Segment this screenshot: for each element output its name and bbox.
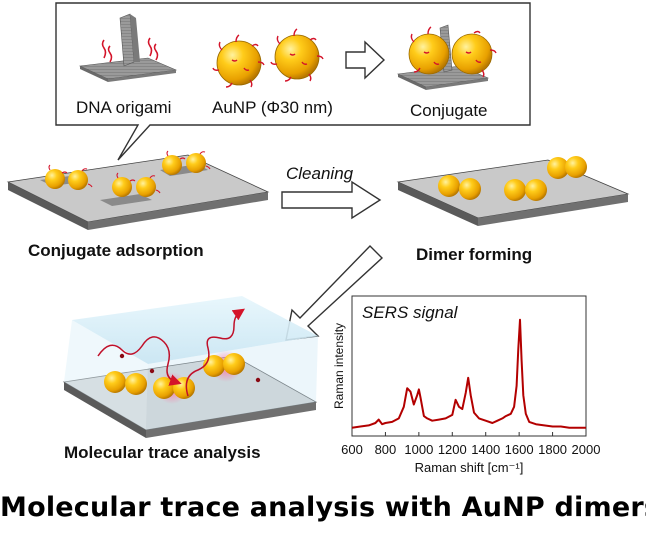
conjugate-label: Conjugate bbox=[410, 101, 488, 120]
x-tick-label: 800 bbox=[375, 442, 397, 457]
step-molecular-trace-analysis: Molecular trace analysis bbox=[64, 443, 261, 462]
adsorbed-conjugates bbox=[40, 150, 211, 206]
x-tick-label: 1200 bbox=[438, 442, 467, 457]
step-dimer-forming: Dimer forming bbox=[416, 245, 532, 264]
aunp-label: AuNP (Φ30 nm) bbox=[212, 98, 333, 117]
dna-origami-icon bbox=[78, 13, 178, 82]
aunp-icon bbox=[212, 28, 324, 88]
dimers bbox=[438, 156, 587, 201]
x-tick-label: 600 bbox=[341, 442, 363, 457]
spectrum-line bbox=[351, 318, 586, 429]
x-ticks: 600 800 1000 1200 1400 1600 1800 2000 bbox=[341, 432, 600, 457]
cleaning-arrow-icon bbox=[281, 180, 382, 220]
x-tick-label: 1600 bbox=[505, 442, 534, 457]
x-tick-label: 2000 bbox=[572, 442, 601, 457]
hollow-arrow-icon bbox=[345, 40, 386, 80]
chart-title: SERS signal bbox=[362, 303, 459, 322]
plot-frame bbox=[351, 295, 587, 437]
x-axis-label: Raman shift [cm⁻¹] bbox=[415, 460, 524, 475]
conjugate-icon bbox=[396, 24, 497, 90]
step-cleaning: Cleaning bbox=[286, 164, 354, 183]
x-tick-label: 1800 bbox=[538, 442, 567, 457]
y-axis-label: Raman intensity bbox=[332, 323, 346, 409]
footer-title: Molecular trace analysis with AuNP dimer… bbox=[0, 492, 646, 523]
dna-origami-label: DNA origami bbox=[76, 98, 171, 117]
x-tick-label: 1000 bbox=[404, 442, 433, 457]
molecule-trajectory bbox=[97, 308, 245, 397]
sers-chart: SERS signal Raman intensity Raman shift … bbox=[332, 295, 600, 475]
x-tick-label: 1400 bbox=[471, 442, 500, 457]
analysis-substrate bbox=[62, 296, 318, 438]
callout-box bbox=[55, 2, 531, 161]
step-conjugate-adsorption: Conjugate adsorption bbox=[28, 241, 204, 260]
